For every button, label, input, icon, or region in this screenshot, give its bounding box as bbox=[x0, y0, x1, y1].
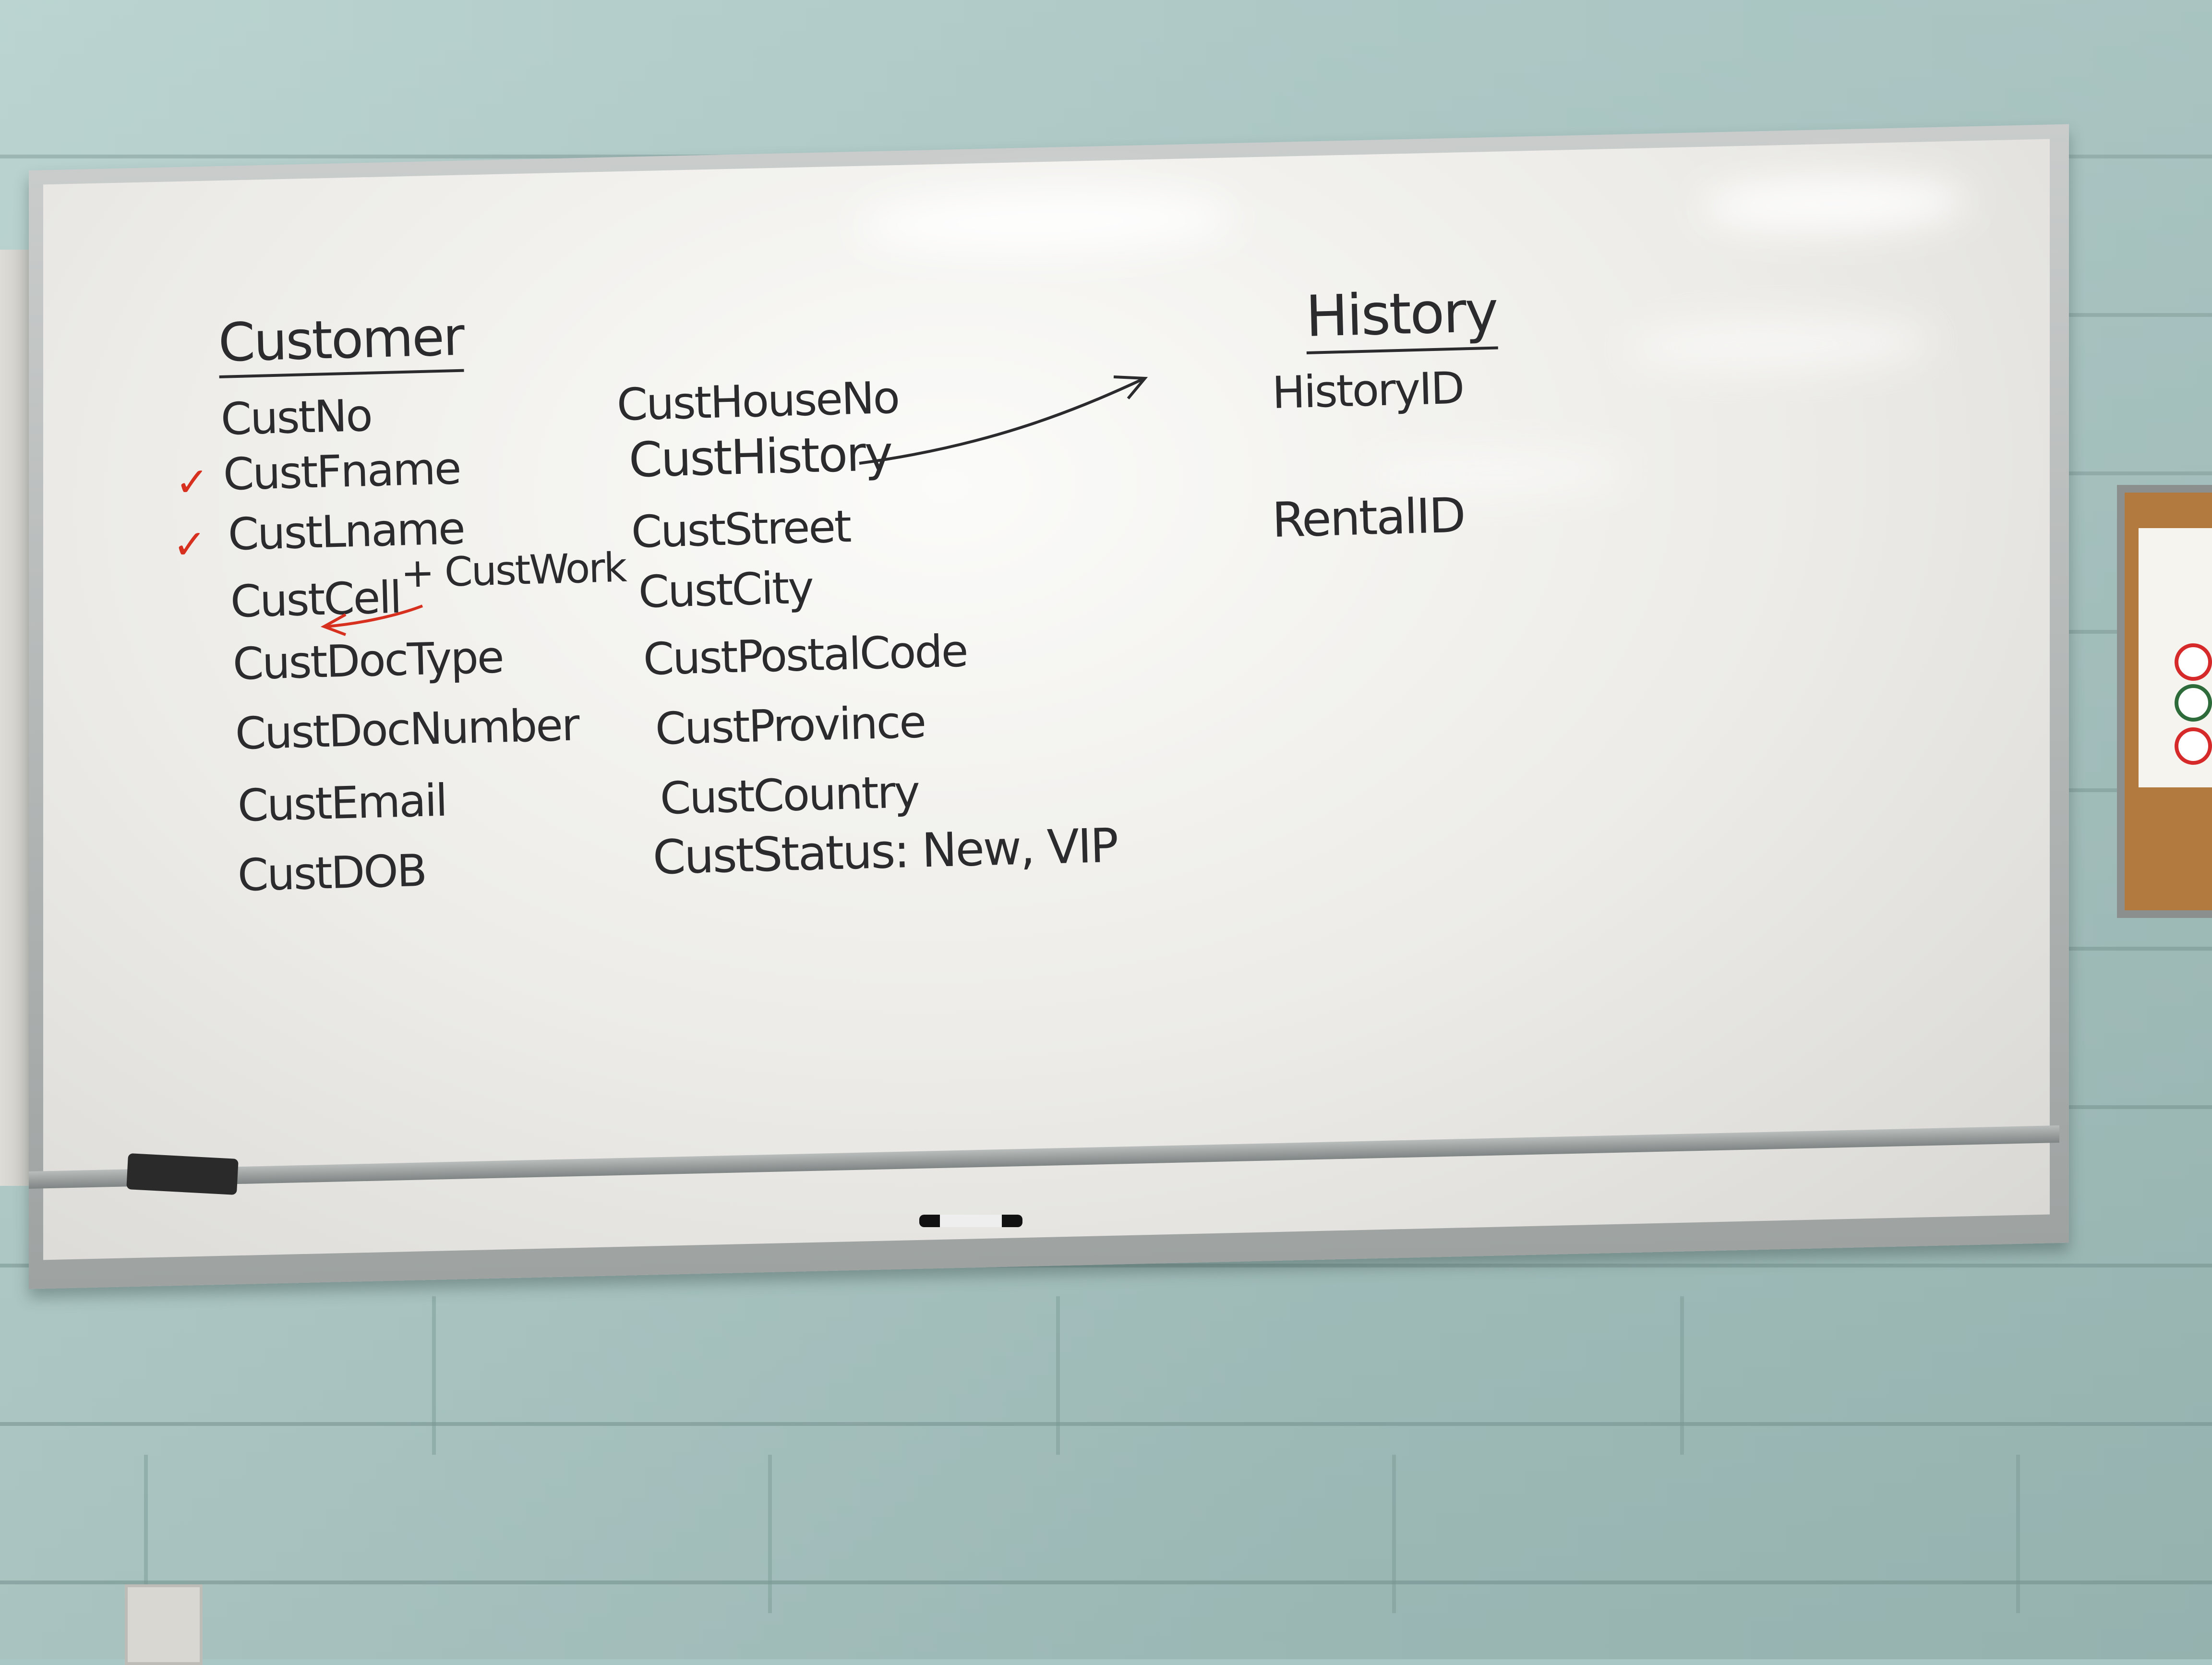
customer-field: CustCell bbox=[229, 571, 401, 627]
customer-field: CustHistory bbox=[628, 425, 892, 488]
customer-field: CustDocType bbox=[232, 631, 504, 690]
whiteboard-eraser bbox=[126, 1153, 239, 1195]
history-field: RentalID bbox=[1271, 487, 1466, 548]
customer-field: CustCountry bbox=[659, 766, 920, 824]
electrical-outlet bbox=[125, 1584, 203, 1665]
customer-field: CustDocNumber bbox=[234, 699, 579, 760]
dry-erase-marker bbox=[919, 1215, 1022, 1227]
wall-joint bbox=[144, 1455, 148, 1613]
wall-joint bbox=[2016, 1455, 2020, 1613]
whiteboard-surface bbox=[43, 139, 2050, 1260]
no-food-sign-icon bbox=[2175, 643, 2212, 681]
light-glare bbox=[1627, 314, 1935, 374]
customer-field: CustNo bbox=[220, 389, 372, 445]
customer-field-extra: + CustWork bbox=[400, 543, 626, 597]
history-field: HistoryID bbox=[1271, 362, 1464, 419]
customer-field: CustDOB bbox=[237, 845, 427, 901]
wall-joint bbox=[1056, 1296, 1060, 1455]
wall-joint bbox=[768, 1455, 772, 1613]
customer-title: Customer bbox=[217, 305, 464, 378]
drink-sign-icon bbox=[2175, 684, 2212, 722]
red-check-mark: ✓ bbox=[175, 458, 209, 506]
history-title: History bbox=[1305, 278, 1498, 354]
red-check-mark: ✓ bbox=[173, 521, 207, 568]
customer-field: CustFname bbox=[222, 443, 461, 500]
customer-field: CustStreet bbox=[630, 501, 851, 558]
light-glare bbox=[1699, 174, 1968, 234]
wall-joint bbox=[1680, 1296, 1684, 1455]
customer-field: CustHouseNo bbox=[616, 372, 900, 431]
light-glare bbox=[859, 186, 1234, 257]
wall-joint bbox=[1392, 1455, 1396, 1613]
wall-joint bbox=[432, 1296, 436, 1455]
customer-field: CustProvince bbox=[654, 696, 926, 755]
no-eating-sign-icon bbox=[2175, 727, 2212, 765]
customer-field: CustEmail bbox=[237, 774, 447, 832]
customer-field: CustCity bbox=[637, 562, 814, 618]
customer-field: CustPostalCode bbox=[642, 625, 968, 685]
